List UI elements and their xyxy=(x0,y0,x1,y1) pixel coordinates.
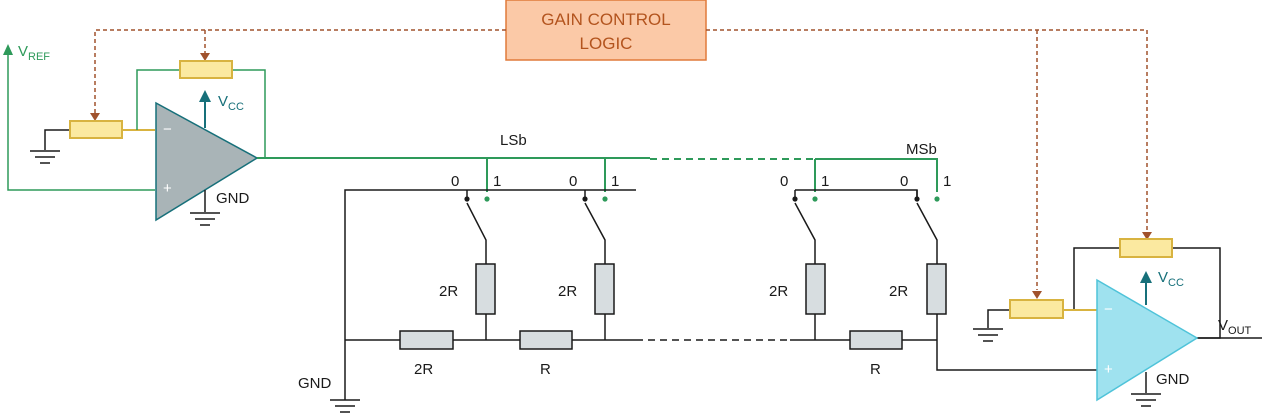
reference-bus xyxy=(257,157,938,192)
opamp-right-minus: − xyxy=(1104,301,1113,318)
control-block-line2: LOGIC xyxy=(580,34,633,53)
opamp-left-minus: − xyxy=(163,121,172,138)
bitn1-zero: 0 xyxy=(780,173,788,190)
gnd-label-opamp-right: GND xyxy=(1156,371,1190,388)
output-input-potentiometer xyxy=(1009,299,1064,319)
control-arrowheads xyxy=(90,53,1152,299)
switch-connections xyxy=(466,190,918,197)
label-2r-bit0: 2R xyxy=(439,283,458,300)
opamp-output xyxy=(1096,278,1199,402)
opamp-left-plus: + xyxy=(163,180,172,197)
vcc-label-right: VCC xyxy=(1158,269,1184,289)
ladder-series-resistors xyxy=(399,330,903,350)
label-2r-terminator: 2R xyxy=(414,361,433,378)
ground-symbol-opamp-right xyxy=(1131,372,1161,407)
bit0-lsb-one: 1 xyxy=(493,173,501,190)
gain-control-logic-block: GAIN CONTROL LOGIC xyxy=(505,0,707,61)
ladder-vertical-wires xyxy=(485,314,1100,371)
gnd-label-opamp-left: GND xyxy=(216,190,250,207)
ground-symbol-opamp-left xyxy=(190,190,220,226)
lsb-label: LSb xyxy=(500,132,527,149)
vref-label: VREF xyxy=(18,43,50,63)
label-2r-bit1: 2R xyxy=(558,283,577,300)
bit1-zero: 0 xyxy=(569,173,577,190)
feedback-wire-left xyxy=(136,69,266,158)
vcc-arrow-icon-left xyxy=(199,90,211,102)
switch-blades xyxy=(466,202,938,264)
vcc-label-left: VCC xyxy=(218,93,244,113)
ground-symbol-left xyxy=(30,129,70,164)
ground-symbol-right xyxy=(973,309,1010,342)
control-block-line1: GAIN CONTROL xyxy=(541,10,670,29)
label-2r-bitn1: 2R xyxy=(769,283,788,300)
msb-label: MSb xyxy=(906,141,937,158)
gnd-label-ladder: GND xyxy=(298,375,332,392)
bitn1-one: 1 xyxy=(821,173,829,190)
bitn-msb-zero: 0 xyxy=(900,173,908,190)
vref-wire xyxy=(7,55,155,191)
control-lines xyxy=(94,29,1148,290)
opamp-reference xyxy=(155,101,259,222)
label-r-series-n: R xyxy=(870,361,881,378)
input-potentiometer xyxy=(69,120,123,139)
ladder-2r-resistors xyxy=(475,263,947,315)
feedback-potentiometer-left xyxy=(179,60,233,79)
switch-contacts xyxy=(464,196,940,202)
feedback-potentiometer-right xyxy=(1119,238,1173,258)
ground-symbol-ladder xyxy=(330,399,360,413)
output-feedback-wire xyxy=(1073,247,1262,339)
bit1-one: 1 xyxy=(611,173,619,190)
vcc-arrow-icon-right xyxy=(1140,271,1152,283)
opamp-right-plus: + xyxy=(1104,361,1113,378)
label-r-series-1: R xyxy=(540,361,551,378)
bit0-lsb-zero: 0 xyxy=(451,173,459,190)
vout-label: VOUT xyxy=(1218,317,1252,337)
vref-arrow-icon xyxy=(3,44,13,55)
bit-labels: 0 1 0 1 0 1 0 1 xyxy=(451,173,951,190)
bitn-msb-one: 1 xyxy=(943,173,951,190)
label-2r-bitn: 2R xyxy=(889,283,908,300)
